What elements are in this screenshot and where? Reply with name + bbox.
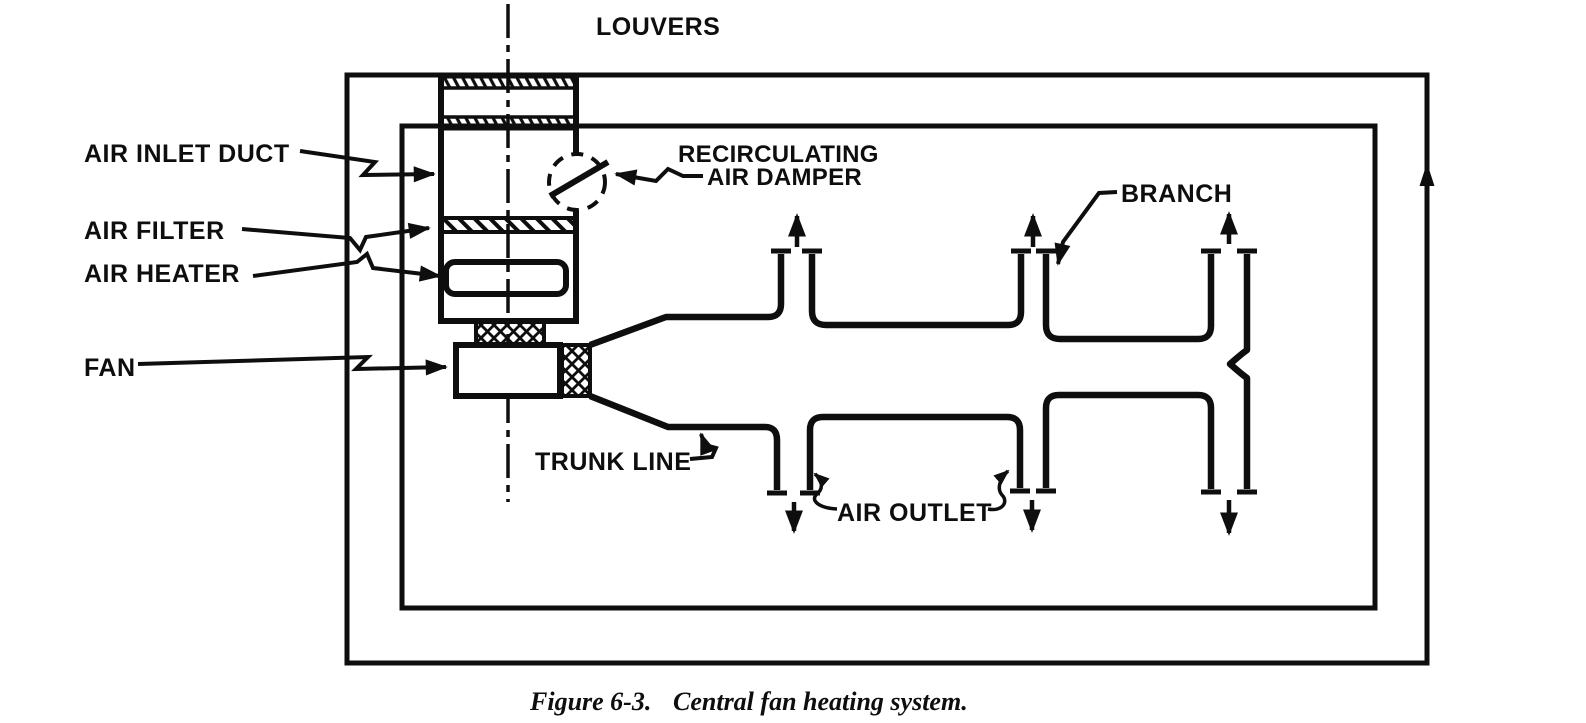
leader-lines (137, 149, 1118, 512)
fan-leader (137, 354, 448, 376)
caption-figure-number: Figure 6-3. (529, 687, 651, 716)
air-heater-leader (252, 250, 442, 282)
label-fan: FAN (84, 354, 136, 382)
label-air-filter: AIR FILTER (84, 217, 225, 245)
label-trunk-line: TRUNK LINE (535, 448, 691, 476)
damper-blade (548, 159, 610, 199)
fan-box (453, 342, 563, 399)
air-filter-band (441, 216, 576, 234)
label-air-damper: AIR DAMPER (707, 164, 862, 191)
trunk-line-leader (689, 432, 719, 461)
label-air-inlet-duct: AIR INLET DUCT (84, 140, 290, 168)
label-branch: BRANCH (1121, 180, 1232, 208)
air-outlet-leader-right (987, 469, 1010, 512)
air-heater-box (443, 259, 569, 297)
flex-connector-upper (474, 321, 546, 345)
outer-wall-rect (344, 72, 1430, 666)
flex-upper-hatch (475, 321, 545, 345)
figure-caption: Figure 6-3. Central fan heating system. (529, 687, 968, 716)
caption-title: Central fan heating system. (673, 687, 968, 716)
label-air-outlet: AIR OUTLET (837, 499, 992, 527)
louvers-bands (438, 73, 578, 131)
duct-opening-lips (767, 248, 1257, 496)
recirculating-air-damper (547, 152, 610, 212)
air-inlet-duct-leader (299, 149, 436, 183)
filter-hatch (441, 217, 576, 233)
trunk-bottom-outline (588, 391, 1215, 490)
flex-connector-outlet (560, 343, 592, 398)
label-louvers: LOUVERS (596, 13, 720, 41)
air-filter-leader (241, 222, 431, 254)
recirculating-damper-leader (614, 166, 703, 186)
trunk-top-outline (588, 254, 1251, 489)
label-air-heater: AIR HEATER (84, 260, 240, 288)
label-recirculating: RECIRCULATING (678, 141, 879, 168)
branch-leader (1054, 190, 1118, 266)
flow-arrows (785, 163, 1435, 536)
air-outlet-leader-left (812, 472, 838, 511)
return-air-up-arrow (1419, 163, 1435, 186)
